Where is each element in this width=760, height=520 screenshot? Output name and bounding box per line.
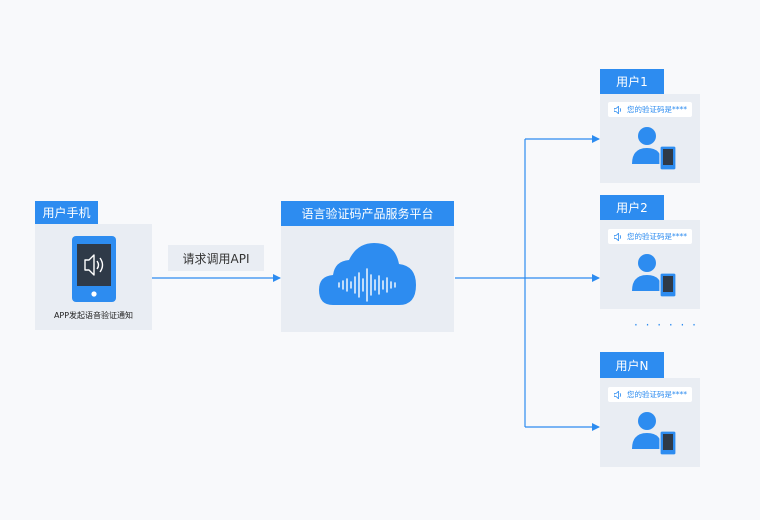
user-tag-2: 用户2 xyxy=(600,195,664,220)
cloud-soundwave-icon xyxy=(319,243,416,305)
verification-bubble-1: 您的验证码是**** xyxy=(608,102,692,117)
speaker-icon xyxy=(614,232,622,241)
speaker-icon xyxy=(614,390,622,399)
verification-bubble-n: 您的验证码是**** xyxy=(608,387,692,402)
speaker-icon xyxy=(614,105,622,114)
request-api-label: 请求调用API xyxy=(168,245,264,271)
user-tag-n: 用户N xyxy=(600,352,664,378)
platform-tag: 语言验证码产品服务平台 xyxy=(281,201,454,226)
user-tag-1: 用户1 xyxy=(600,69,664,94)
user-with-phone-icon xyxy=(632,127,677,171)
user-with-phone-icon xyxy=(632,254,677,298)
verification-message: 您的验证码是**** xyxy=(627,232,687,241)
more-users-ellipsis: · · · · · · xyxy=(634,318,698,332)
phone-tag: 用户手机 xyxy=(35,201,98,224)
verification-message: 您的验证码是**** xyxy=(627,390,687,399)
verification-bubble-2: 您的验证码是**** xyxy=(608,229,692,244)
phone-caption: APP发起语音验证通知 xyxy=(53,311,134,320)
verification-message: 您的验证码是**** xyxy=(627,105,687,114)
smartphone-speaker-icon xyxy=(72,236,116,302)
user-with-phone-icon xyxy=(632,412,677,456)
